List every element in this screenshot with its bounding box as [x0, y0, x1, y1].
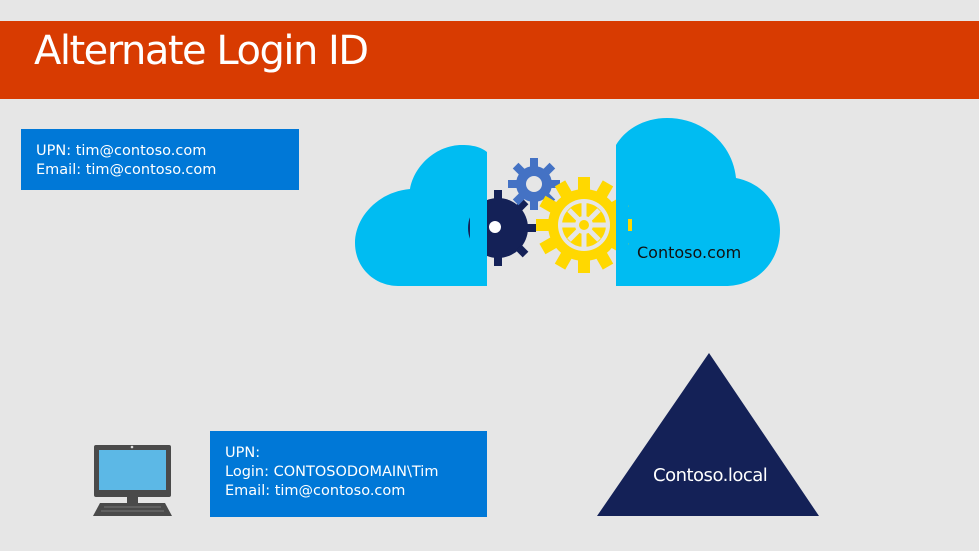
cloud-right-edge	[616, 150, 628, 286]
onprem-domain-label: Contoso.local	[653, 465, 768, 486]
top-strip	[0, 0, 979, 21]
onprem-upn-line: UPN:	[225, 445, 261, 461]
desktop-computer-icon	[93, 445, 172, 516]
cloud-left-edge	[470, 185, 487, 286]
onprem-identity-box: UPN: Login: CONTOSODOMAIN\Tim Email: tim…	[210, 431, 487, 517]
cloud-left-icon	[355, 145, 487, 286]
pyramid-icon	[597, 353, 819, 516]
slide-title: Alternate Login ID	[34, 28, 369, 74]
cloud-email-line: Email: tim@contoso.com	[36, 162, 217, 178]
yellow-gear-icon	[536, 177, 632, 273]
cloud-upn-line: UPN: tim@contoso.com	[36, 143, 207, 159]
cloud-identity-box: UPN: tim@contoso.com Email: tim@contoso.…	[21, 129, 299, 190]
cloud-domain-label: Contoso.com	[637, 243, 742, 262]
onprem-email-line: Email: tim@contoso.com	[225, 483, 406, 499]
cloud-right-icon	[616, 118, 780, 286]
blue-gear-icon	[508, 158, 560, 210]
onprem-login-line: Login: CONTOSODOMAIN\Tim	[225, 464, 439, 480]
title-bar	[0, 21, 979, 99]
